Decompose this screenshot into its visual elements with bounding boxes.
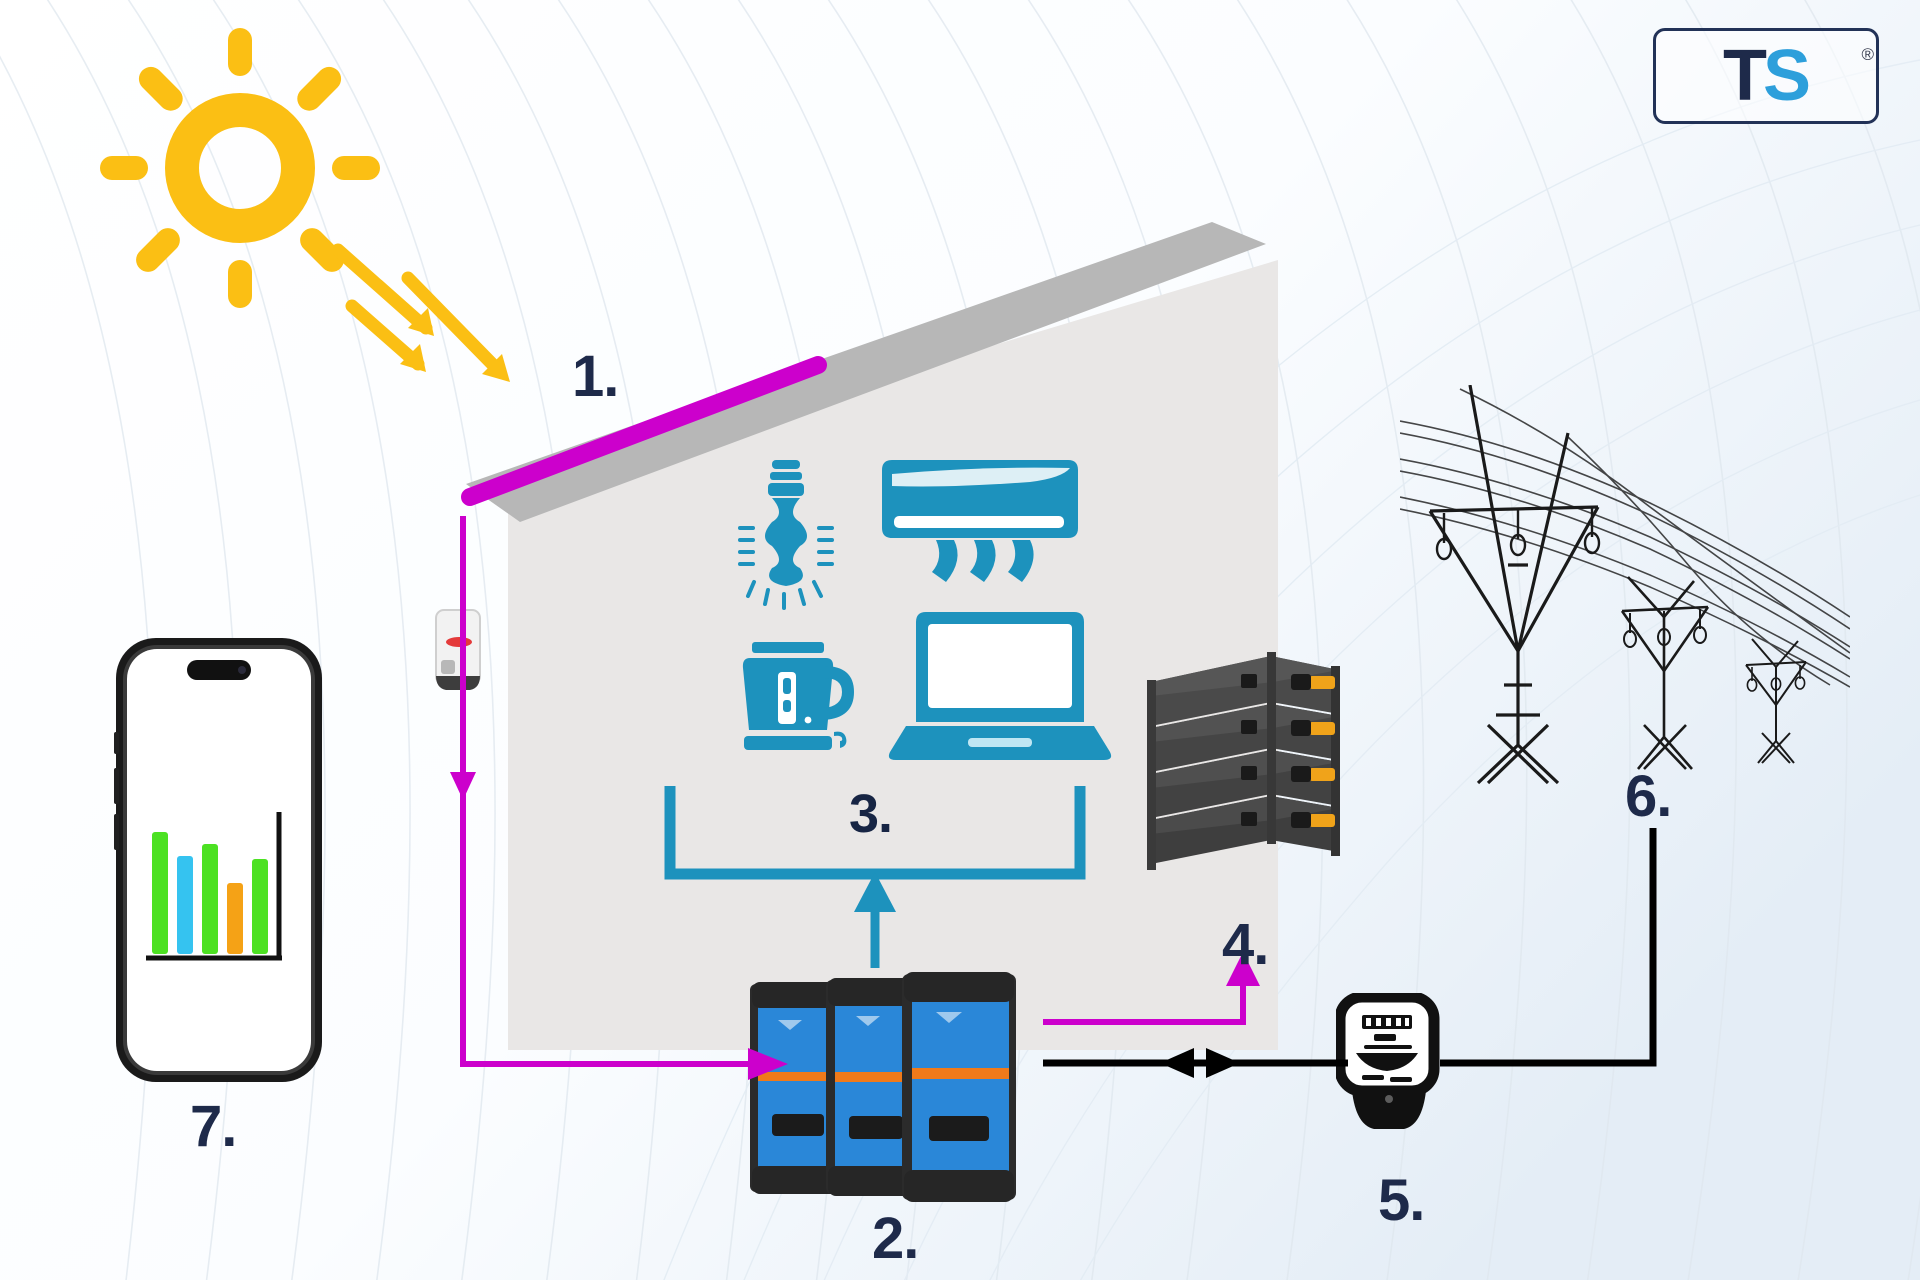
logo-letter-s: S [1762,36,1811,116]
label-2-inverters: 2. [872,1206,919,1271]
air-conditioner-icon [882,460,1078,582]
ac-bidirectional-arrow [1160,1048,1240,1078]
registered-trademark-icon: ® [1861,45,1874,64]
smartphone-icon[interactable] [114,636,324,1084]
laptop-icon [888,612,1112,760]
logo-letter-t: T [1722,36,1767,116]
electric-kettle-icon [742,642,854,750]
appliance-icons-group [738,460,1112,760]
cfl-bulb-icon [738,460,834,610]
battery-rack-icon [1147,652,1340,870]
label-7-app: 7. [190,1094,237,1159]
label-4-batteries: 4. [1222,912,1269,977]
electricity-meter-icon [1336,993,1440,1129]
label-3-loads: 3. [849,784,893,844]
label-6-grid: 6. [1625,764,1672,829]
label-1-solar-panel: 1. [572,344,619,409]
transmission-towers-icon [1400,385,1850,785]
sunlight-arrows-icon [331,243,510,382]
phone-bar-chart [146,812,282,961]
inverter-stack-icon [750,972,1016,1202]
label-5-meter: 5. [1378,1168,1425,1233]
sun-icon [100,28,380,308]
dc-isolator-box-icon [435,609,481,690]
brand-logo[interactable]: T S ® [1653,28,1879,124]
dc-down-arrowhead [450,772,476,800]
